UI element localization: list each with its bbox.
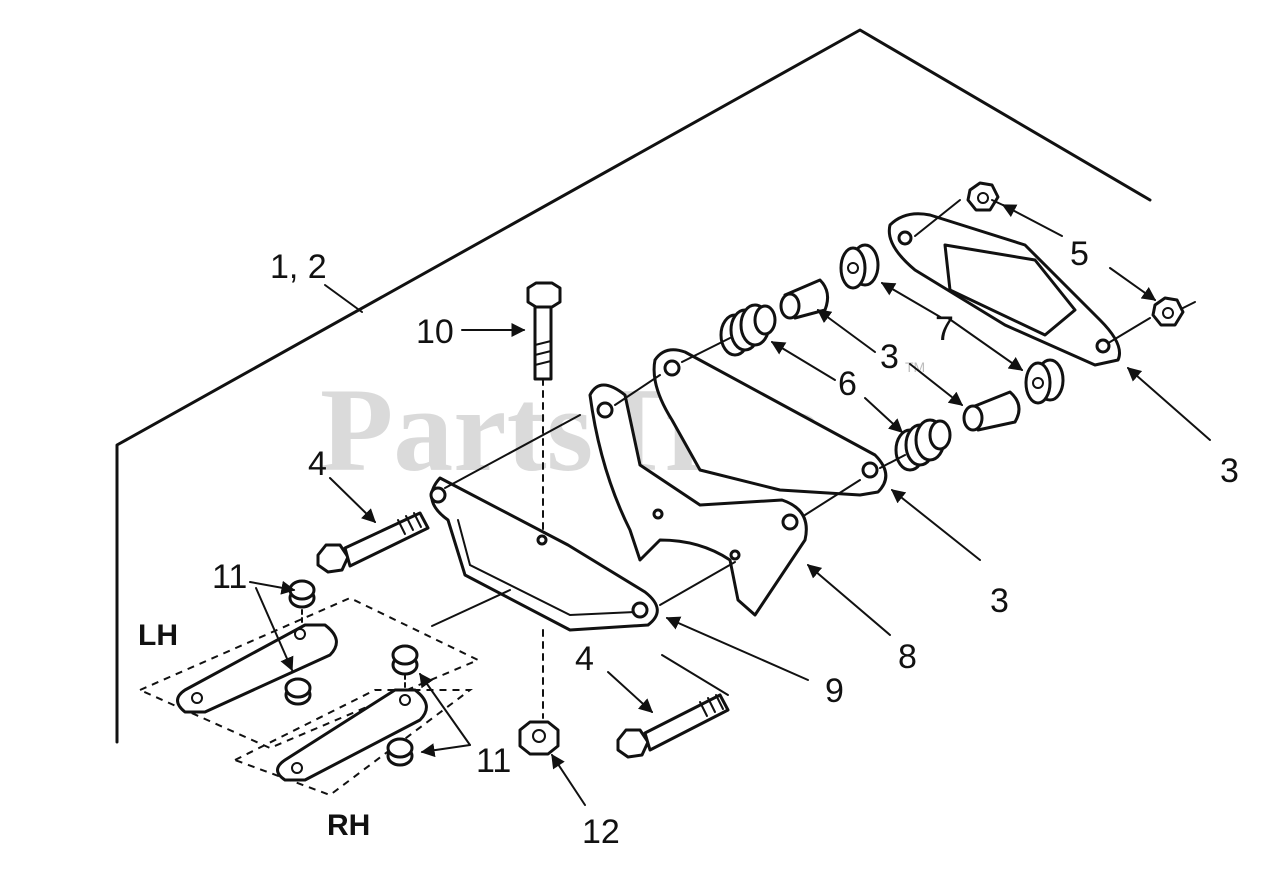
lh-group-outline: [139, 596, 481, 750]
callout-11-left: 11: [212, 558, 247, 596]
spring-6-top: [719, 303, 777, 357]
callout-5: 5: [1070, 235, 1089, 273]
frame-outline: [115, 28, 1152, 744]
bushing-7-top: [839, 243, 880, 290]
callout-12: 12: [582, 813, 620, 851]
leader-lh-group: [431, 589, 511, 627]
strap-rh: [276, 688, 428, 782]
spring-6-bottom: [894, 418, 952, 472]
callout-10: 10: [416, 313, 454, 351]
plate-3-middle: [652, 348, 888, 497]
callout-8: 8: [898, 638, 917, 676]
nut-5-right: [1151, 296, 1185, 327]
callout-arrows: [249, 204, 1211, 806]
callout-3-middle: 3: [880, 338, 899, 376]
callout-6: 6: [838, 365, 857, 403]
callout-1-2: 1, 2: [270, 248, 327, 286]
callout-11-right: 11: [476, 742, 511, 780]
spacer-3-bottom: [962, 390, 1021, 432]
assembly-centerlines: [444, 199, 1196, 606]
callout-4-top: 4: [308, 445, 327, 483]
bracket-9: [429, 476, 659, 632]
nut-5-top: [966, 181, 1000, 212]
callout-3-right: 3: [1220, 452, 1239, 490]
plate-3-back: [887, 212, 1121, 367]
callout-7: 7: [935, 310, 954, 348]
bolt-4-top: [316, 511, 430, 574]
plate-8: [588, 383, 808, 617]
strap-lh: [176, 623, 338, 714]
nut-12: [518, 720, 560, 756]
callout-4-bottom: 4: [575, 640, 594, 678]
label-rh: RH: [327, 809, 370, 842]
washer-11-rh-bottom: [386, 737, 414, 767]
washer-11-lh-bottom: [284, 677, 312, 706]
washer-11-rh-top: [391, 644, 419, 689]
bolt-10: [526, 281, 562, 719]
rh-group-outline: [234, 689, 473, 797]
leader-1-2: [324, 284, 363, 313]
callout-9: 9: [825, 672, 844, 710]
callout-3-bottom: 3: [990, 582, 1009, 620]
label-lh: LH: [138, 619, 178, 652]
bushing-7-bottom: [1024, 358, 1065, 405]
bolt-4-bottom: [616, 654, 730, 759]
